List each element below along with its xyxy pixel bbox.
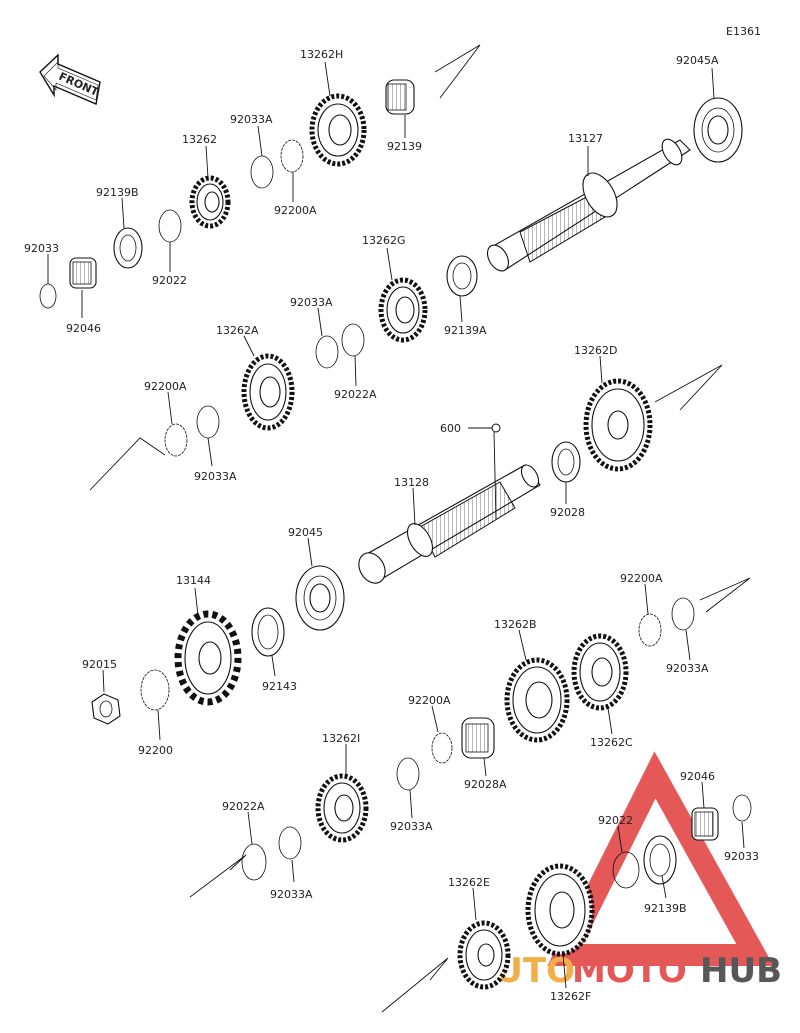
label-92046-2: 92046 [680,770,715,783]
bearing-92045 [295,565,345,631]
label-13262G: 13262G [362,234,406,247]
circlip-92033A-4 [671,597,695,631]
washer-92022A-1 [341,323,365,357]
label-13144: 13144 [176,574,211,587]
washer-92200A-2 [164,423,188,457]
watermark-hub: HUB [700,951,782,991]
label-92139-top: 92139 [387,140,422,153]
main-shaft-13127 [486,138,691,272]
label-13262C: 13262C [590,736,633,749]
front-arrow-icon: FRONT [39,53,101,105]
circlip-92033A-2 [315,335,339,369]
label-92033A-2: 92033A [290,296,333,309]
watermark-moto: MOTO [572,951,687,991]
ref-code: E1361 [726,25,761,38]
washer-92200A-3 [638,613,662,647]
label-92045A: 92045A [676,54,719,67]
washer-92200 [140,669,170,711]
leader-lines [47,61,745,989]
sprocket-13144 [174,610,242,706]
washer-92200A-1 [280,139,304,173]
gear-13262D [583,378,653,472]
label-13262A: 13262A [216,324,259,337]
label-13262I: 13262I [322,732,360,745]
label-92046-1: 92046 [66,322,101,335]
gear-13262 [189,175,231,229]
label-92033-1: 92033 [24,242,59,255]
washer-92200A-4 [431,732,453,764]
label-92033A-6: 92033A [270,888,313,901]
label-92022A-2: 92022A [222,800,265,813]
label-92028: 92028 [550,506,585,519]
label-13262: 13262 [182,133,217,146]
bearing-92045A [693,97,743,163]
needle-bearing-92028A [461,717,495,759]
label-13127: 13127 [568,132,603,145]
nut-92015 [91,693,121,725]
label-92143: 92143 [262,680,297,693]
marker-600-dot [491,423,501,433]
collar-92143 [251,607,285,657]
label-92033A-5: 92033A [390,820,433,833]
label-92139B-1: 92139B [96,186,139,199]
circlip-92033-2 [732,794,752,822]
label-92200A-1: 92200A [274,204,317,217]
needle-bearing-92046-top [69,257,97,289]
part-labels: 13262H 92139 92045A 92033A 13262 92200A … [24,48,759,1003]
label-92139B-2: 92139B [644,902,687,915]
washer-92022-2 [612,851,640,889]
label-92033A-1: 92033A [230,113,273,126]
axis-lines [89,44,751,1013]
label-600: 600 [440,422,461,435]
gear-13262E [457,920,511,990]
label-13262E: 13262E [448,876,490,889]
label-92045: 92045 [288,526,323,539]
circlip-92033A-1 [250,155,274,189]
watermark-logo: AUTO MOTO HUB [470,751,782,991]
gear-13262A [241,353,295,431]
counter-shaft-13128 [358,464,541,584]
label-92200A-4: 92200A [408,694,451,707]
gear-13262B [504,657,570,743]
gear-13262C [571,633,629,711]
label-92028A: 92028A [464,778,507,791]
label-92200A-2: 92200A [144,380,187,393]
label-92200A-3: 92200A [620,572,663,585]
label-13262H: 13262H [300,48,343,61]
bushing-92139A [446,255,478,297]
label-92033A-4: 92033A [666,662,709,675]
washer-92022-1 [158,209,182,243]
label-92139A: 92139A [444,324,487,337]
label-92015: 92015 [82,658,117,671]
bushing-92139B-bottom [643,835,677,885]
gear-13262G [378,277,428,343]
bushing-92028 [551,441,581,483]
bushing-92139B-top [113,227,143,269]
needle-bearing-92046-bottom [691,807,719,841]
label-92033A-3: 92033A [194,470,237,483]
label-13262D: 13262D [574,344,617,357]
label-13262F: 13262F [550,990,591,1003]
label-92033-2: 92033 [724,850,759,863]
label-92022: 92022 [152,274,187,287]
needle-bearing-92139 [385,79,415,115]
circlip-92033A-5 [396,757,420,791]
circlip-92033A-3 [196,405,220,439]
gear-13262F [525,863,595,957]
label-92022A-1: 92022A [334,388,377,401]
label-92022-2: 92022 [598,814,633,827]
circlip-92033-1 [39,283,57,309]
gear-13262I [315,773,369,843]
label-13128: 13128 [394,476,429,489]
label-13262B: 13262B [494,618,537,631]
gear-13262H [309,93,367,167]
label-92200: 92200 [138,744,173,757]
washer-92022A-2 [241,843,267,881]
circlip-92033A-6 [278,826,302,860]
